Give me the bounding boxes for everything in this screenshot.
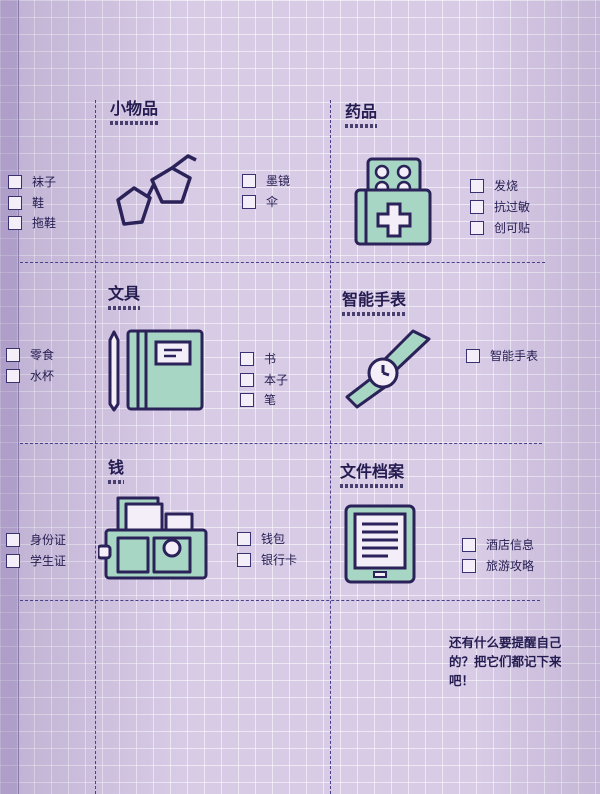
checkbox-item[interactable]: 伞 bbox=[242, 193, 278, 210]
item-label: 伞 bbox=[266, 195, 279, 209]
left-page-edge bbox=[0, 0, 19, 794]
item-label: 拖鞋 bbox=[32, 216, 57, 230]
item-label: 笔 bbox=[264, 393, 277, 407]
checkbox-item[interactable]: 学生证 bbox=[6, 552, 66, 569]
item-label: 创可贴 bbox=[494, 221, 531, 235]
checkbox-item[interactable]: 笔 bbox=[240, 391, 276, 408]
checkbox-item[interactable]: 袜子 bbox=[8, 173, 56, 190]
item-label: 银行卡 bbox=[261, 553, 298, 567]
checkbox-item[interactable]: 零食 bbox=[6, 346, 54, 363]
section-title: 智能手表 bbox=[342, 286, 406, 316]
medicine-box-icon bbox=[354, 157, 432, 246]
checkbox-item[interactable]: 创可贴 bbox=[470, 219, 530, 236]
section-title: 文件档案 bbox=[340, 458, 404, 488]
checkbox-item[interactable]: 墨镜 bbox=[242, 172, 290, 189]
checkbox-item[interactable]: 抗过敏 bbox=[470, 198, 530, 215]
watch-icon bbox=[345, 329, 431, 409]
checkbox-item[interactable]: 旅游攻略 bbox=[462, 557, 534, 574]
notebook-pencil-icon bbox=[108, 329, 204, 412]
item-label: 水杯 bbox=[30, 369, 55, 383]
checkbox-item[interactable]: 钱包 bbox=[237, 530, 285, 547]
divider bbox=[330, 100, 331, 794]
checkbox-item[interactable]: 智能手表 bbox=[466, 347, 538, 364]
item-label: 抗过敏 bbox=[494, 200, 531, 214]
reminder-note: 还有什么要提醒自己的？把它们都记下来吧！ bbox=[449, 635, 562, 688]
checkbox-item[interactable]: 发烧 bbox=[470, 177, 518, 194]
item-label: 旅游攻略 bbox=[486, 559, 535, 573]
item-label: 学生证 bbox=[30, 554, 67, 568]
divider bbox=[20, 443, 542, 444]
item-label: 袜子 bbox=[32, 175, 57, 189]
item-label: 钱包 bbox=[261, 532, 286, 546]
divider bbox=[20, 600, 540, 601]
section-title: 小物品 bbox=[110, 95, 158, 125]
tablet-document-icon bbox=[344, 504, 416, 584]
section-title: 钱 bbox=[108, 454, 124, 484]
divider bbox=[95, 100, 96, 794]
checkbox-item[interactable]: 拖鞋 bbox=[8, 214, 56, 231]
item-label: 智能手表 bbox=[490, 349, 539, 363]
item-label: 本子 bbox=[264, 373, 289, 387]
item-label: 书 bbox=[264, 352, 277, 366]
item-label: 零食 bbox=[30, 348, 55, 362]
wallet-icon bbox=[98, 496, 208, 580]
checkbox-item[interactable]: 书 bbox=[240, 350, 276, 367]
checkbox-item[interactable]: 酒店信息 bbox=[462, 536, 534, 553]
section-title: 文具 bbox=[108, 280, 140, 310]
checkbox-item[interactable]: 鞋 bbox=[8, 194, 44, 211]
item-label: 酒店信息 bbox=[486, 538, 535, 552]
divider bbox=[20, 262, 545, 263]
section-title: 药品 bbox=[345, 98, 377, 128]
item-label: 墨镜 bbox=[266, 174, 291, 188]
item-label: 发烧 bbox=[494, 179, 519, 193]
glasses-icon bbox=[116, 154, 197, 226]
checkbox-item[interactable]: 本子 bbox=[240, 371, 288, 388]
item-label: 鞋 bbox=[32, 196, 45, 210]
checkbox-item[interactable]: 水杯 bbox=[6, 367, 54, 384]
checkbox-item[interactable]: 银行卡 bbox=[237, 551, 297, 568]
checkbox-item[interactable]: 身份证 bbox=[6, 531, 66, 548]
item-label: 身份证 bbox=[30, 533, 67, 547]
